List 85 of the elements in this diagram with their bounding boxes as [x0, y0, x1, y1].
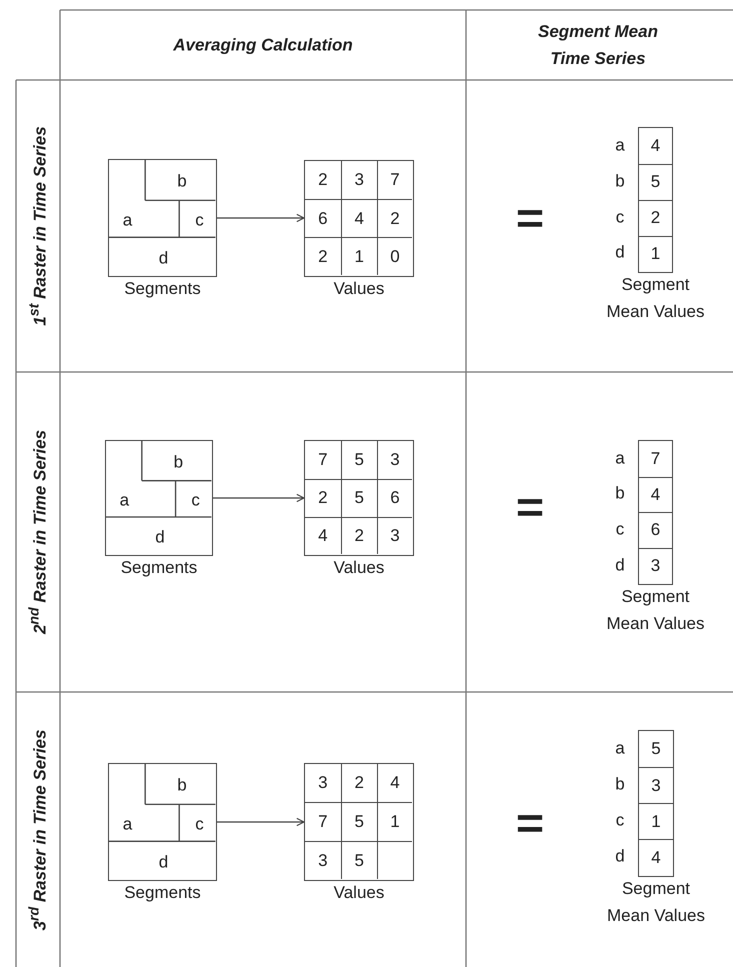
segment-letter: d	[158, 853, 168, 870]
value-cell: 7	[305, 802, 341, 841]
value-cell: 3	[376, 441, 412, 479]
node-label: Segment Mean Values	[606, 586, 706, 635]
value-cell: 4	[305, 516, 341, 554]
node-label: Segments	[123, 882, 202, 904]
segment-letter: a	[122, 816, 132, 833]
column-header: Averaging Calculation	[172, 34, 354, 56]
value-cell: 3	[305, 840, 341, 880]
segment-letter: c	[195, 816, 204, 833]
segment-letter: b	[177, 776, 187, 794]
value-cell: 2	[305, 478, 341, 517]
mean-value-cell: 3	[639, 767, 673, 804]
mean-value-cell: 4	[639, 476, 672, 512]
mean-value-cell: 3	[639, 548, 672, 584]
mean-values-column	[638, 127, 673, 273]
mean-value-cell: 1	[639, 236, 672, 272]
value-cell: 6	[305, 199, 341, 238]
segment-letter: a	[615, 740, 625, 757]
value-cell: 5	[340, 478, 377, 517]
segment-letter: b	[177, 172, 187, 190]
value-cell: 5	[340, 441, 377, 479]
value-cell-text: 7	[317, 448, 329, 471]
value-cell: 4	[340, 199, 377, 238]
mean-value-cell-text: 4	[650, 134, 662, 157]
value-cell: 5	[340, 840, 377, 880]
mean-value-cell-text: 5	[650, 738, 662, 760]
value-cell-text: 3	[317, 772, 329, 794]
mean-values-column	[638, 440, 673, 585]
value-cell: 6	[376, 478, 412, 517]
segment-letter: d	[615, 556, 625, 574]
mean-value-cell: 6	[639, 512, 672, 548]
values-grid	[304, 440, 414, 556]
node-label: Segments	[123, 278, 202, 300]
column-header: Segment Mean Time Series	[537, 21, 659, 70]
arrow	[217, 818, 305, 826]
mean-value-cell: 4	[639, 839, 673, 876]
equals-sign: =	[516, 802, 544, 846]
segment-letter: d	[158, 249, 168, 266]
arrow	[213, 494, 305, 502]
segment-letter: c	[191, 492, 200, 509]
value-cell: 5	[340, 802, 377, 841]
value-cell: 2	[305, 237, 341, 276]
value-cell: 2	[340, 764, 377, 802]
segment-letter: d	[155, 528, 165, 546]
values-grid	[304, 160, 414, 277]
node-label: Segment Mean Values	[606, 274, 706, 323]
segment-letter: b	[615, 172, 625, 190]
arrow	[217, 214, 305, 222]
value-cell: 4	[376, 764, 412, 802]
value-cell: 3	[340, 161, 377, 200]
mean-value-cell-text: 7	[650, 448, 662, 470]
value-cell: 0	[376, 237, 412, 276]
value-cell: 1	[376, 802, 412, 841]
segment-letter: b	[174, 453, 184, 470]
segment-letter: a	[615, 136, 625, 154]
node-label: Values	[332, 882, 386, 904]
node-label: Segment Mean Values	[606, 878, 706, 927]
equals-sign: =	[516, 486, 544, 530]
segment-letter: c	[616, 812, 624, 829]
segment-letter: c	[616, 520, 624, 538]
value-cell: 1	[340, 237, 377, 276]
value-cell: 7	[376, 161, 412, 200]
segment-letter: a	[120, 492, 130, 509]
segment-letter: b	[615, 484, 625, 502]
mean-value-cell: 1	[639, 803, 673, 840]
mean-values-column	[638, 730, 674, 877]
value-cell: 3	[376, 516, 412, 554]
values-grid	[304, 763, 414, 881]
value-cell: 2	[340, 516, 377, 554]
segment-letter: a	[615, 449, 625, 466]
segment-letter: d	[615, 848, 625, 865]
mean-value-cell: 5	[639, 164, 672, 200]
segment-letter: d	[615, 244, 625, 261]
segment-letter: a	[122, 212, 132, 229]
node-label: Values	[332, 557, 386, 579]
value-cell-text: 2	[317, 169, 329, 192]
node-label: Segments	[120, 557, 198, 579]
segment-letter: b	[615, 776, 625, 793]
segment-letter: c	[616, 208, 624, 226]
segment-letter: c	[195, 212, 204, 229]
value-cell: 2	[376, 199, 412, 238]
equals-sign: =	[516, 197, 544, 241]
node-label: Values	[332, 278, 386, 300]
mean-value-cell: 2	[639, 200, 672, 236]
